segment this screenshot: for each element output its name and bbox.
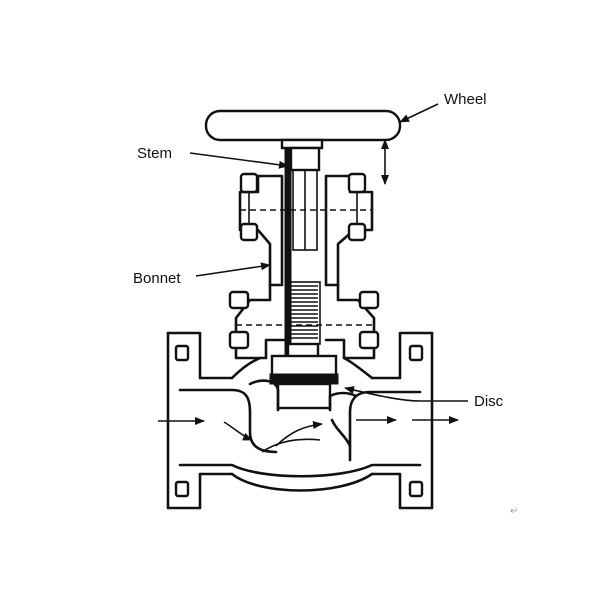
label-bonnet: Bonnet: [133, 270, 181, 287]
disc-leader: [344, 386, 468, 402]
label-stem: Stem: [137, 145, 172, 162]
yoke: [238, 172, 374, 287]
bellows: [285, 281, 321, 345]
bonnet-leader: [195, 262, 271, 277]
bonnet: [228, 283, 380, 360]
return-mark: ↵: [510, 506, 518, 517]
wheel-leader: [399, 103, 439, 123]
valve-body: [166, 331, 434, 510]
disc-assembly: [269, 342, 339, 410]
label-disc: Disc: [474, 393, 504, 410]
stem-leader: [189, 152, 289, 169]
handwheel: [204, 109, 402, 150]
flow-arrows: [158, 416, 459, 447]
label-wheel: Wheel: [444, 91, 487, 108]
